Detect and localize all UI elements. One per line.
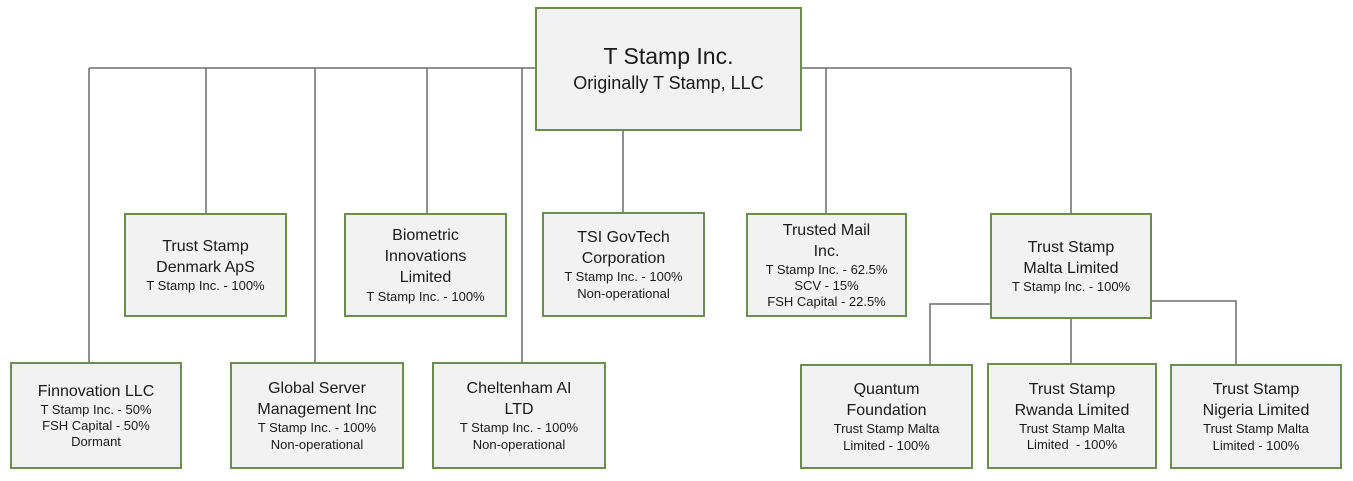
node-global-server-management: Global Server Management Inc T Stamp Inc…	[230, 362, 404, 469]
node-title: Biometric Innovations Limited	[384, 227, 467, 287]
node-trust-stamp-nigeria: Trust Stamp Nigeria Limited Trust Stamp …	[1170, 364, 1342, 469]
node-cheltenham-ai: Cheltenham AI LTD T Stamp Inc. - 100% No…	[432, 362, 606, 469]
node-title: Cheltenham AI LTD	[466, 380, 572, 419]
node-ownership-detail: T Stamp Inc. - 50% FSH Capital - 50% Dor…	[40, 401, 152, 450]
node-title: T Stamp Inc.	[603, 43, 734, 70]
node-title: Global Server Management Inc	[257, 380, 377, 419]
node-title: TSI GovTech Corporation	[577, 229, 670, 268]
node-ownership-detail: T Stamp Inc. - 62.5% SCV - 15% FSH Capit…	[765, 261, 888, 310]
connector-malta-nigeria	[1152, 300, 1237, 364]
node-ownership-detail: T Stamp Inc. - 100%	[366, 288, 485, 304]
node-title: Trust Stamp Malta Limited	[1023, 238, 1119, 277]
node-title: Trusted Mail Inc.	[782, 221, 871, 260]
node-title: Trust Stamp Denmark ApS	[156, 237, 255, 276]
node-ownership-detail: T Stamp Inc. - 100%	[146, 277, 265, 293]
node-title: Trust Stamp Nigeria Limited	[1202, 381, 1310, 420]
node-ownership-detail: T Stamp Inc. - 100%	[1011, 278, 1131, 294]
node-ownership-detail: T Stamp Inc. - 100% Non-operational	[564, 269, 683, 301]
connector-malta-quantum	[929, 303, 990, 364]
node-tsi-govtech: TSI GovTech Corporation T Stamp Inc. - 1…	[542, 212, 705, 317]
node-title: Finnovation LLC	[37, 382, 155, 400]
node-trusted-mail: Trusted Mail Inc. T Stamp Inc. - 62.5% S…	[746, 213, 907, 317]
node-title: Trust Stamp Rwanda Limited	[1014, 380, 1130, 419]
node-ownership-detail: Trust Stamp Malta Limited - 100%	[1203, 421, 1309, 453]
node-finnovation: Finnovation LLC T Stamp Inc. - 50% FSH C…	[10, 362, 182, 469]
node-ownership-detail: T Stamp Inc. - 100% Non-operational	[459, 420, 579, 452]
node-t-stamp-inc: T Stamp Inc. Originally T Stamp, LLC	[535, 7, 802, 131]
node-ownership-detail: T Stamp Inc. - 100% Non-operational	[257, 420, 377, 452]
node-trust-stamp-rwanda: Trust Stamp Rwanda Limited Trust Stamp M…	[987, 363, 1157, 469]
node-trust-stamp-malta: Trust Stamp Malta Limited T Stamp Inc. -…	[990, 213, 1152, 319]
node-ownership-detail: Trust Stamp Malta Limited - 100%	[1019, 420, 1125, 453]
node-trust-stamp-denmark: Trust Stamp Denmark ApS T Stamp Inc. - 1…	[124, 213, 287, 317]
node-subtitle: Originally T Stamp, LLC	[573, 73, 764, 94]
node-ownership-detail: Trust Stamp Malta Limited - 100%	[833, 421, 940, 453]
node-biometric-innovations: Biometric Innovations Limited T Stamp In…	[344, 213, 507, 317]
node-title: Quantum Foundation	[846, 381, 927, 420]
node-quantum-foundation: Quantum Foundation Trust Stamp Malta Lim…	[800, 364, 973, 469]
